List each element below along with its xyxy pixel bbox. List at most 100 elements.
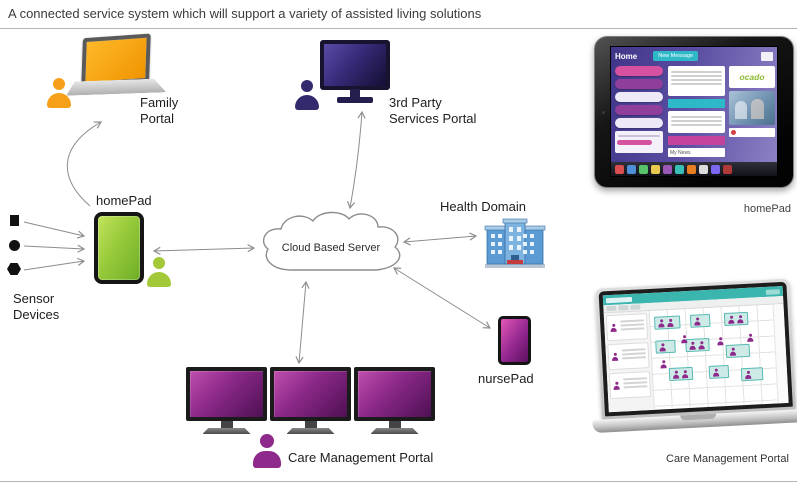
sensor-hexagon-icon bbox=[7, 263, 21, 275]
schedule-block bbox=[689, 313, 711, 328]
family-portal-label: Family Portal bbox=[140, 95, 179, 126]
schedule-block bbox=[725, 343, 751, 359]
toolbar-chip bbox=[606, 305, 617, 312]
person-glyph-icon bbox=[747, 334, 753, 342]
taskbar-app-icon bbox=[639, 164, 648, 174]
menu-pill bbox=[615, 92, 663, 102]
care-monitor-icon bbox=[270, 367, 351, 434]
bottom-divider bbox=[0, 481, 797, 482]
menu-pill bbox=[615, 79, 663, 89]
sensor-devices-label: Sensor Devices bbox=[13, 291, 60, 322]
person-glyph-icon bbox=[673, 371, 679, 379]
arrow-homepad-to-family bbox=[66, 121, 103, 207]
family-person-icon bbox=[46, 78, 72, 108]
client-card bbox=[607, 342, 650, 371]
text-line bbox=[621, 348, 646, 352]
laptop-bezel bbox=[598, 281, 793, 417]
homepad-preview-image: Home New Message bbox=[594, 36, 794, 188]
notes-card bbox=[668, 66, 725, 96]
text-line bbox=[671, 71, 722, 73]
schedule-block bbox=[708, 364, 730, 379]
toolbar-chip bbox=[630, 304, 641, 310]
care-portal-preview-image bbox=[585, 278, 797, 449]
care-portal-screen bbox=[602, 285, 789, 413]
alert-dot-icon bbox=[731, 130, 736, 135]
person-head bbox=[53, 78, 65, 90]
schedule-grid bbox=[649, 304, 778, 410]
schedule-block bbox=[723, 311, 749, 327]
text-line bbox=[671, 120, 722, 122]
person-glyph-icon bbox=[717, 337, 723, 345]
header-chip bbox=[761, 51, 773, 61]
text-line bbox=[620, 323, 645, 327]
progress-bar bbox=[617, 140, 653, 145]
schedule-block bbox=[740, 367, 764, 382]
person-glyph-icon bbox=[713, 368, 719, 376]
person-body bbox=[47, 93, 71, 108]
third-party-monitor-icon bbox=[320, 40, 390, 103]
title-divider bbox=[0, 28, 797, 29]
arrow-sensor3-to-homepad bbox=[23, 257, 86, 271]
health-building-icon bbox=[484, 218, 546, 268]
text-line bbox=[623, 385, 648, 389]
nursepad-label: nursePad bbox=[478, 371, 534, 386]
person-glyph-icon bbox=[658, 319, 664, 327]
homepad-person-icon bbox=[146, 257, 172, 287]
laptop-screen-frame bbox=[595, 278, 796, 420]
homepad-preview-screen: Home New Message bbox=[610, 46, 778, 177]
monitor-base bbox=[202, 428, 251, 434]
person-glyph-icon bbox=[659, 343, 665, 351]
schedule-block bbox=[685, 337, 710, 353]
alert-strip bbox=[729, 128, 775, 137]
schedule-block bbox=[668, 366, 694, 382]
text-line bbox=[671, 116, 722, 118]
toolbar-chip bbox=[618, 305, 629, 311]
monitor-screen bbox=[186, 367, 267, 421]
text-line bbox=[671, 124, 722, 126]
health-domain-label: Health Domain bbox=[440, 199, 526, 214]
text-line bbox=[623, 377, 648, 381]
taskbar-app-icon bbox=[699, 164, 708, 174]
arrow-sensor2-to-homepad bbox=[23, 244, 86, 253]
tablet-camera-icon bbox=[602, 111, 605, 114]
person-head bbox=[260, 434, 274, 448]
homepad-tablet-icon bbox=[94, 212, 144, 284]
person-glyph-icon bbox=[613, 382, 619, 390]
person-glyph-icon bbox=[660, 360, 666, 368]
person-glyph-icon bbox=[681, 335, 687, 343]
care-portal-preview-caption: Care Management Portal bbox=[666, 453, 789, 465]
person-glyph-icon bbox=[667, 319, 673, 327]
person-head bbox=[153, 257, 165, 269]
page-title: A connected service system which will su… bbox=[8, 6, 482, 21]
homepad-home-title: Home bbox=[615, 51, 638, 61]
care-monitors-group bbox=[186, 367, 435, 434]
photo-tile bbox=[729, 91, 775, 125]
laptop-notch bbox=[680, 413, 717, 421]
text-line bbox=[671, 75, 722, 77]
nursepad-tablet-icon bbox=[498, 316, 531, 365]
monitor-neck bbox=[304, 421, 317, 428]
monitor-neck bbox=[350, 89, 360, 97]
third-party-person-icon bbox=[294, 80, 320, 110]
homepad-right-column: ocado bbox=[729, 66, 775, 137]
arrow-cloud-thirdparty bbox=[347, 110, 366, 210]
taskbar-app-icon bbox=[711, 164, 720, 174]
homepad-screen-header: Home New Message bbox=[615, 50, 773, 62]
person-glyph-icon bbox=[728, 316, 734, 324]
titlebar-segment bbox=[765, 288, 780, 295]
person-glyph-icon bbox=[737, 315, 743, 323]
sensor-circle-icon bbox=[9, 240, 20, 251]
cloud-server-label: Cloud Based Server bbox=[281, 242, 381, 254]
new-message-button: New Message bbox=[653, 51, 699, 61]
person-head bbox=[301, 80, 313, 92]
monitor-screen bbox=[270, 367, 351, 421]
text-line bbox=[618, 135, 660, 137]
family-laptop-icon bbox=[66, 33, 166, 102]
ocado-logo: ocado bbox=[729, 66, 775, 88]
sensor-square-icon bbox=[10, 215, 19, 226]
schedule-block bbox=[653, 315, 681, 330]
person-glyph-icon bbox=[730, 348, 736, 356]
text-line bbox=[623, 381, 648, 385]
care-person-icon bbox=[252, 434, 282, 468]
